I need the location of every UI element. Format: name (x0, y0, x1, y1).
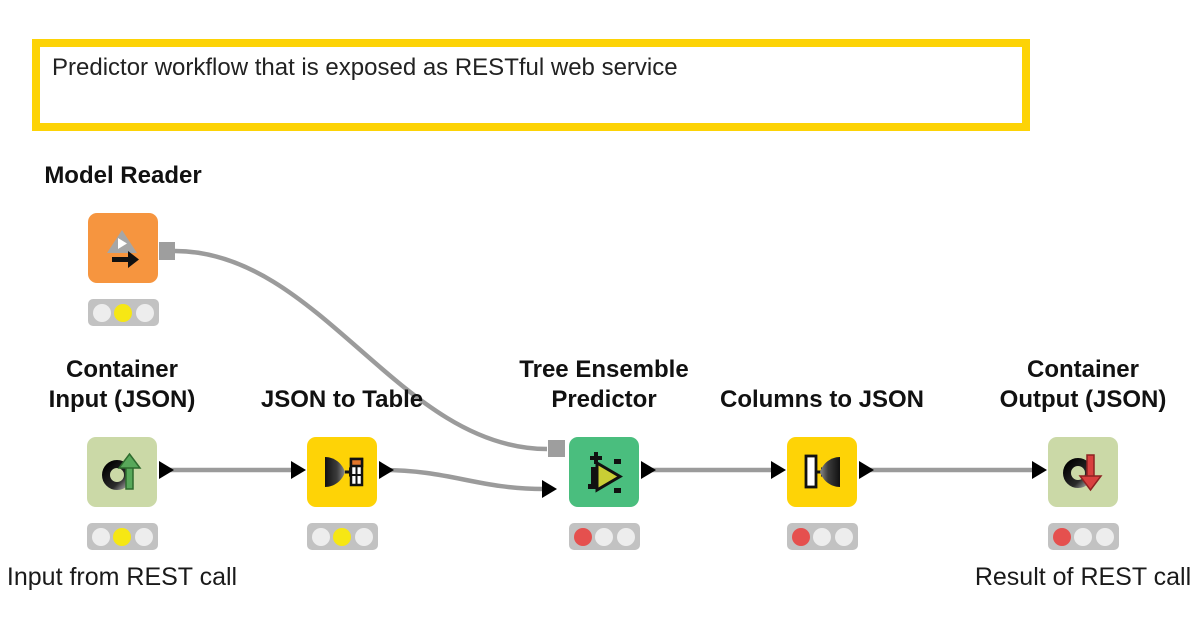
traffic-light (87, 299, 159, 326)
traffic-light-red (92, 303, 111, 322)
node-json-to-table[interactable]: JSON to Table (222, 355, 462, 550)
predictor-output-port[interactable] (641, 461, 656, 479)
traffic-light (786, 523, 858, 550)
container-output-icon (1063, 454, 1103, 492)
container-input-output-port[interactable] (159, 461, 174, 479)
node-body-json-to-table[interactable] (307, 437, 377, 507)
traffic-light-red (1052, 527, 1071, 546)
node-body-tree-ensemble-predictor[interactable] (569, 437, 639, 507)
traffic-light-green (834, 527, 853, 546)
container-output-input-port[interactable] (1032, 461, 1047, 479)
traffic-light-green (135, 303, 154, 322)
tree-ensemble-predictor-icon (588, 452, 623, 493)
container-input-icon (102, 452, 142, 490)
model-output-port[interactable] (159, 242, 175, 260)
traffic-light-yellow (1074, 527, 1092, 546)
model-reader-icon (107, 230, 139, 268)
node-title: Model Reader (44, 162, 202, 189)
traffic-light (306, 523, 378, 550)
predictor-model-input-port[interactable] (548, 440, 565, 457)
json-to-table-input-port[interactable] (291, 461, 306, 479)
json-to-table-icon (325, 457, 364, 487)
traffic-light (1047, 523, 1119, 550)
traffic-light-red (311, 527, 330, 546)
node-tree-ensemble-predictor[interactable]: Tree Ensemble Predictor (484, 355, 724, 550)
traffic-light-green (1095, 527, 1114, 546)
json-to-table-output-port[interactable] (379, 461, 394, 479)
traffic-light-red (791, 527, 810, 546)
node-title: Container Output (JSON) (999, 356, 1167, 413)
traffic-light-green (134, 527, 153, 546)
traffic-light-yellow (113, 527, 131, 546)
columns-to-json-icon (804, 454, 840, 489)
node-comment[interactable]: Input from REST call (6, 563, 238, 591)
node-title: Columns to JSON (719, 386, 924, 413)
node-title: JSON to Table (260, 386, 424, 413)
node-title: Tree Ensemble Predictor (519, 356, 689, 413)
node-comment[interactable]: Result of REST call (974, 563, 1192, 591)
wire-jsontotable-to-predictor[interactable] (381, 467, 545, 492)
node-body-columns-to-json[interactable] (787, 437, 857, 507)
node-columns-to-json[interactable]: Columns to JSON (702, 355, 942, 550)
traffic-light (568, 523, 640, 550)
node-container-input[interactable]: Container Input (JSON) Input from REST c… (2, 355, 242, 592)
traffic-light-green (354, 527, 373, 546)
traffic-light-green (616, 527, 635, 546)
node-model-reader[interactable]: Model Reader (3, 131, 243, 326)
node-body-container-input[interactable] (87, 437, 157, 507)
columns-to-json-output-port[interactable] (859, 461, 874, 479)
traffic-light-red (573, 527, 592, 546)
columns-to-json-input-port[interactable] (771, 461, 786, 479)
traffic-light-yellow (114, 303, 132, 322)
traffic-light-red (91, 527, 110, 546)
wire-modelreader-to-predictor[interactable] (174, 248, 548, 452)
node-body-container-output[interactable] (1048, 437, 1118, 507)
traffic-light-yellow (813, 527, 831, 546)
traffic-light (86, 523, 158, 550)
traffic-light-yellow (595, 527, 613, 546)
traffic-light-yellow (333, 527, 351, 546)
annotation-text: Predictor workflow that is exposed as RE… (52, 54, 678, 81)
node-container-output[interactable]: Container Output (JSON) Result of REST c… (963, 355, 1200, 592)
workflow-annotation[interactable]: Predictor workflow that is exposed as RE… (32, 39, 1030, 131)
predictor-data-input-port[interactable] (542, 480, 557, 498)
node-title: Container Input (JSON) (48, 356, 196, 413)
node-body-model-reader[interactable] (88, 213, 158, 283)
